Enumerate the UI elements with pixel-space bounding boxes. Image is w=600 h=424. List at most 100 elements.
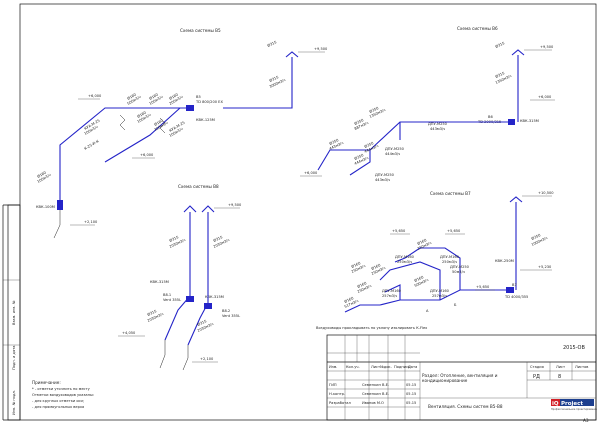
v5-ku: К-25-И-К [84, 139, 100, 151]
v5-fan [186, 105, 194, 111]
scheme-v7-title: Схема системы В7 [430, 191, 471, 196]
stamp-col-date: Дата [408, 365, 417, 369]
stamp-role-2: Н.контр. [329, 392, 345, 396]
stamp-col-sign: Подпись [394, 365, 410, 369]
v5-td: TD 800/200 EX [195, 100, 223, 104]
v8-level-top: +9,500 [228, 203, 242, 207]
v7-level-a: +5,650 [392, 229, 406, 233]
v6-kvk: КВК-315М [520, 119, 539, 123]
v8-v2-fan: Vent 355L [222, 314, 240, 318]
v7-flow-riser: 1000м3/ч [531, 236, 549, 247]
v7-dpu4: ДПУ-М160 [382, 289, 402, 293]
v6-label: В6 [488, 115, 493, 119]
v7-level-b: +5,650 [447, 229, 461, 233]
v5-d4: Ø160 [136, 109, 148, 119]
side-stamp-sign: Подп. и дата [12, 346, 16, 370]
v5-riser [223, 57, 293, 109]
v8-d-right: Ø315 [212, 234, 223, 243]
v8-level-low: +4,050 [122, 331, 136, 335]
v6-f1: 1350м3/ч [369, 108, 387, 119]
stamp-stage: РД [533, 374, 540, 380]
scheme-v6: Схема системы В6 +9,500 Ø315 Ø315 1350м3… [300, 26, 555, 182]
v6-d2: Ø250 [353, 117, 365, 126]
v5-label: В5 [196, 95, 201, 99]
v6-d4: Ø250 [363, 140, 375, 149]
stamp-sheet-header: Лист [556, 365, 565, 369]
v7-dpu1: ДПУ-М160 [440, 255, 460, 259]
v5-kua1-flow: 100м3/ч [84, 125, 99, 136]
v5-diagonal-branch [104, 107, 181, 163]
v7-f3: 250м3/ч [371, 266, 386, 276]
v7-dpu3-flow: 50м3/ч [452, 270, 465, 274]
v7-label: В7 [512, 283, 517, 287]
v7-d4: Ø160 [413, 274, 425, 283]
v7-dpu5: ДПУ-М160 [430, 289, 450, 293]
stamp-col-doc: №док. [380, 365, 392, 369]
v5-f1: 500м3/ч [127, 95, 142, 106]
stamp-col-change: Изм. [329, 365, 337, 369]
v5-level-top: +9,500 [314, 47, 328, 51]
v5-d2: Ø160 [148, 91, 160, 101]
v8-d-left: Ø315 [168, 234, 179, 243]
v6-dpu1: ДПУ-М250 [428, 122, 448, 126]
v6-dpu2: ДПУ-М250 [385, 147, 405, 151]
v8-roof-cap-2 [201, 205, 215, 213]
v7-d5: Ø160 [356, 280, 368, 289]
v7-mark-a: А [426, 309, 429, 313]
notes-line-3: - для круглых отметки оси; [32, 399, 84, 403]
v5-grille-2 [159, 117, 166, 134]
v5-base-inlet [53, 210, 61, 239]
v7-f4: 500м3/ч [414, 278, 429, 288]
v5-kvk: КВК-125М [196, 118, 215, 122]
sheet-frame [19, 3, 597, 421]
v8-kvk1: КВК-315М [150, 280, 169, 284]
v5-base-valve [57, 200, 63, 210]
v8-fan-2 [204, 303, 212, 309]
v5-main-duct [59, 107, 186, 200]
v5-f6: 100м3/ч [37, 173, 52, 184]
note-air-intake: Воздуховоды прокладывать по уклону изоли… [316, 326, 428, 330]
scheme-v7: Схема системы В7 +10,500 Ø250 1000м3/ч +… [343, 191, 554, 313]
v7-branch-upper [420, 247, 461, 290]
title-block: 2015-ОВ Изм. Кол.уч. Лист №док. Подпись … [326, 334, 598, 421]
v5-d5: Ø160 [153, 117, 165, 127]
v5-roof-cap [285, 51, 299, 58]
stamp-date-2: 05.15 [406, 392, 416, 396]
stamp-code: 2015-ОВ [563, 345, 585, 351]
stamp-sheet: 8 [558, 374, 561, 380]
v8-roof-cap-1 [183, 205, 197, 213]
v6-dpu3: ДПУ-М250 [375, 173, 395, 177]
notes-title: Примечание: [32, 380, 61, 385]
v8-inlet-2 [182, 345, 189, 371]
v5-d-top: Ø315 [266, 39, 277, 48]
side-stamp: Взам. инв. № Подп. и дата Инв. № подл. [2, 204, 21, 421]
v6-dpu1-flow: 443м3/ч [430, 127, 445, 131]
scheme-v5-title: Схема системы В5 [180, 28, 221, 33]
v5-level-base: +2,100 [84, 220, 98, 224]
stamp-col-sheet: Лист [371, 365, 380, 369]
v5-f5: 300м3/ч [154, 121, 169, 132]
side-stamp-orig: Инв. № подл. [12, 390, 16, 415]
v6-d5: Ø250 [353, 152, 365, 161]
v7-dpu4-flow: 257м3/ч [382, 294, 397, 298]
v7-kvk: КВК-250М [495, 259, 514, 263]
v7-branch-mid [379, 261, 441, 300]
stamp-name-3: Иванов М.О [362, 401, 384, 405]
v6-d3: Ø250 [328, 137, 340, 146]
v7-dpu2-flow: 250м3/ч [397, 260, 412, 264]
v5-level-lower: +6,000 [140, 153, 154, 157]
v8-v2: В8.2 [222, 309, 230, 313]
v8-f-l2: 2030м3/ч [147, 312, 165, 323]
v8-fan-1 [186, 296, 194, 302]
v8-f-right: 2030м3/ч [213, 238, 231, 249]
v8-kvk2: КВК-315М [205, 295, 224, 299]
v7-branch-low [384, 284, 401, 300]
v5-grille-1 [119, 114, 126, 131]
v5-d3: Ø160 [168, 91, 180, 101]
v5-level-mid: +6,000 [88, 94, 102, 98]
v6-level-low: +6,000 [304, 171, 318, 175]
notes-line-1: * - отметки уточнить по месту [32, 387, 91, 391]
notes-line-2: Отметки воздуховодов указаны: [32, 393, 94, 397]
notes-line-4: - для прямоугольных верха [32, 405, 84, 409]
v5-f3: 200м3/ч [169, 95, 184, 106]
